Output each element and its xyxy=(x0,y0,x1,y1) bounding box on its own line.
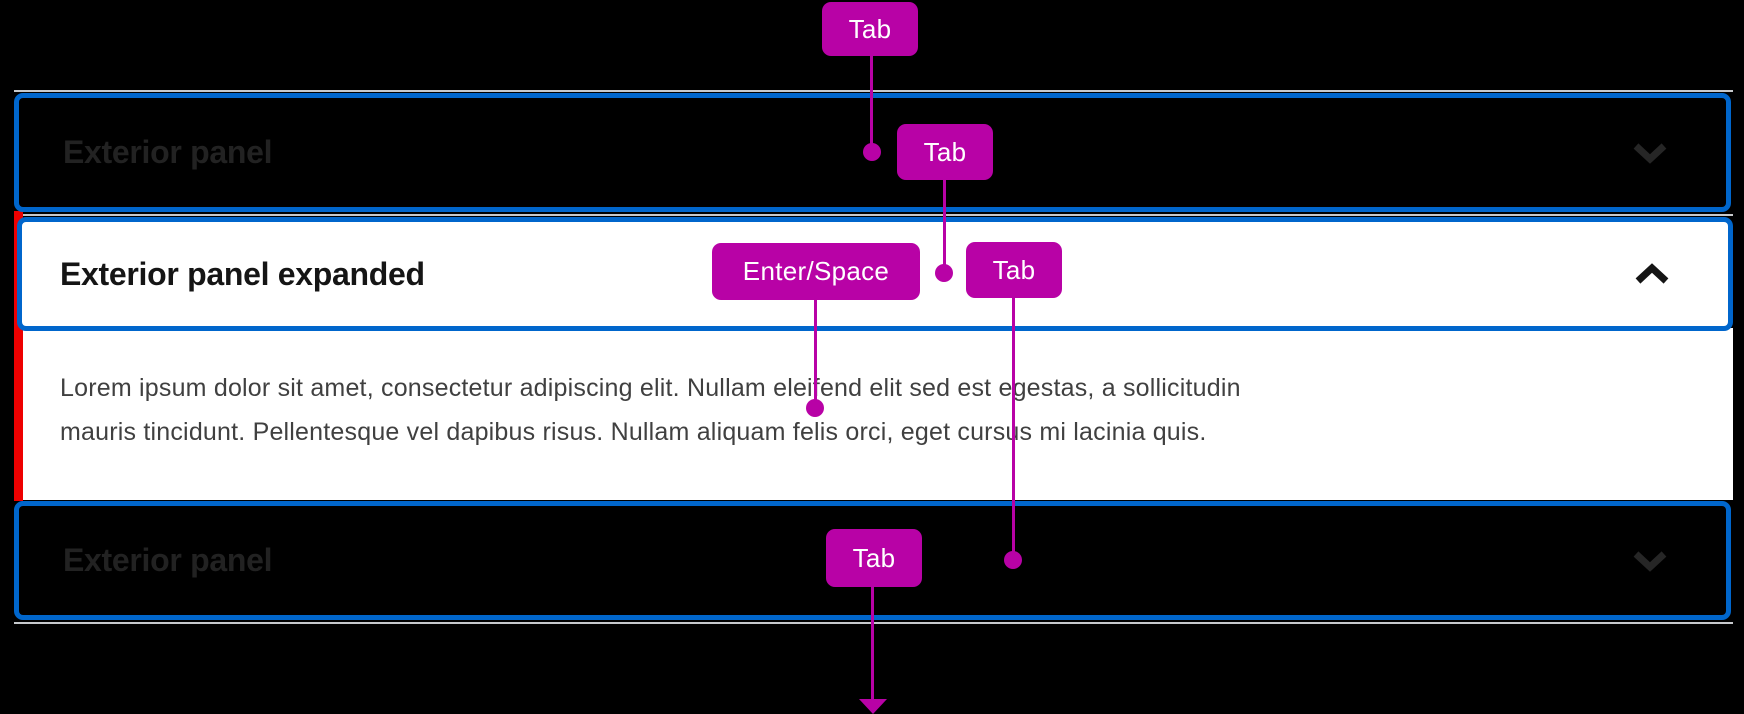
chevron-down-icon xyxy=(1633,142,1667,164)
annotation-focus-dot-4 xyxy=(1004,551,1022,569)
accordion-toggle-1-label: Exterior panel xyxy=(63,134,273,170)
expanded-accent-bar xyxy=(14,211,23,501)
keyboard-badge-tab-4: Tab xyxy=(826,529,922,587)
accordion-toggle-2-label: Exterior panel expanded xyxy=(60,255,425,292)
keyboard-badge-tab-3: Tab xyxy=(966,242,1062,298)
keyboard-badge-tab-1: Tab xyxy=(822,2,918,56)
accordion-toggle-2-expanded[interactable]: Exterior panel expanded xyxy=(17,217,1733,331)
chevron-down-icon xyxy=(1633,550,1667,572)
keyboard-badge-enter-space: Enter/Space xyxy=(712,243,920,300)
annotation-line-4 xyxy=(1012,296,1015,552)
annotation-line-3 xyxy=(814,298,817,400)
content-text-line-1: Lorem ipsum dolor sit amet, consectetur … xyxy=(60,374,1241,402)
annotation-exit-arrowhead xyxy=(859,699,887,714)
annotation-line-5 xyxy=(871,585,874,700)
annotation-focus-dot-1 xyxy=(863,143,881,161)
annotation-focus-dot-2 xyxy=(935,264,953,282)
content-text-line-2: mauris tincidunt. Pellentesque vel dapib… xyxy=(60,418,1207,446)
keyboard-badge-tab-2: Tab xyxy=(897,124,993,180)
annotation-line-2 xyxy=(943,178,946,265)
accordion-expanded-content: Lorem ipsum dolor sit amet, consectetur … xyxy=(23,328,1733,500)
annotation-focus-dot-3 xyxy=(806,399,824,417)
accordion-top-border xyxy=(14,90,1733,92)
accordion-toggle-3-label: Exterior panel xyxy=(63,542,273,578)
annotation-line-1 xyxy=(870,54,873,144)
chevron-up-icon xyxy=(1635,263,1669,284)
accordion-item-separator xyxy=(14,214,1733,216)
